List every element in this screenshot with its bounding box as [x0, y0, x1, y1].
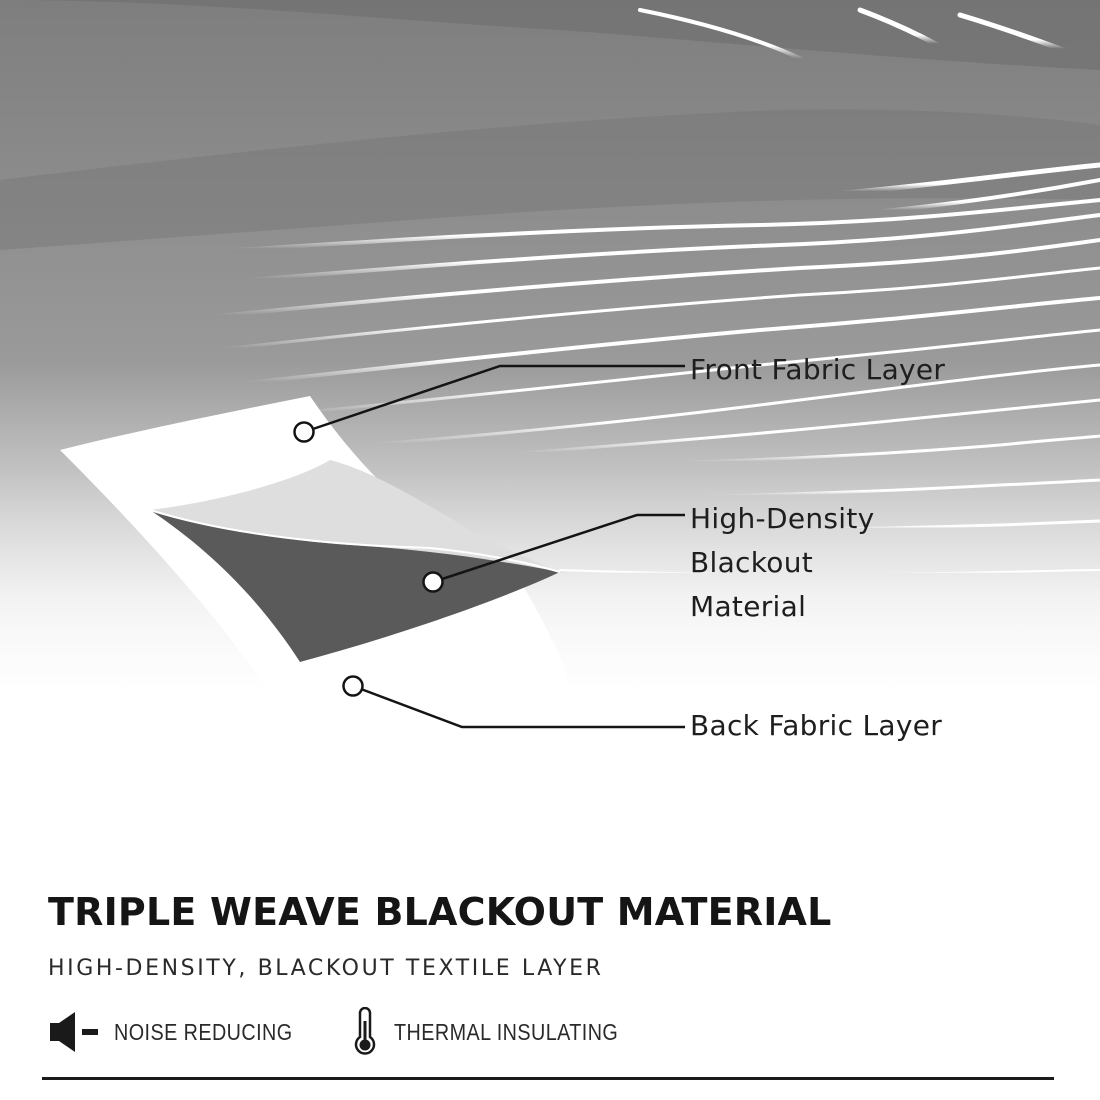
feature-noise-reducing: NOISE REDUCING: [48, 1008, 322, 1056]
label-line: High-Density: [690, 502, 875, 535]
feature-label: NOISE REDUCING: [114, 1018, 293, 1045]
label-line: Blackout: [690, 546, 814, 579]
fabric-weave-stripes: [0, 7, 1100, 576]
thermometer-icon: [354, 1007, 376, 1055]
headline: TRIPLE WEAVE BLACKOUT MATERIAL: [48, 890, 832, 934]
feature-thermal-insulating: THERMAL INSULATING: [350, 1007, 655, 1056]
label-front-fabric-layer: Front Fabric Layer: [690, 353, 946, 386]
marker-back: [342, 675, 364, 697]
marker-blackout: [422, 571, 444, 593]
callout-leaders: [303, 364, 685, 729]
label-back-fabric-layer: Back Fabric Layer: [690, 709, 943, 742]
label-high-density-blackout-material: High-Density Blackout Material: [690, 497, 875, 629]
leader-front: [303, 364, 685, 434]
marker-front: [293, 421, 315, 443]
leader-back: [352, 684, 685, 729]
speaker-mute-icon: [50, 1012, 98, 1052]
front-fabric-fold: [150, 460, 575, 575]
blackout-layer-swatch: [150, 510, 560, 662]
label-line: Material: [690, 590, 807, 623]
fabric-layers-swatch: [60, 396, 575, 738]
bottom-divider: [42, 1077, 1054, 1080]
feature-label: THERMAL INSULATING: [394, 1018, 619, 1045]
subheadline: HIGH-DENSITY, BLACKOUT TEXTILE LAYER: [48, 956, 604, 981]
leader-blackout: [432, 513, 685, 584]
fabric-hero-illustration: [0, 0, 1100, 860]
